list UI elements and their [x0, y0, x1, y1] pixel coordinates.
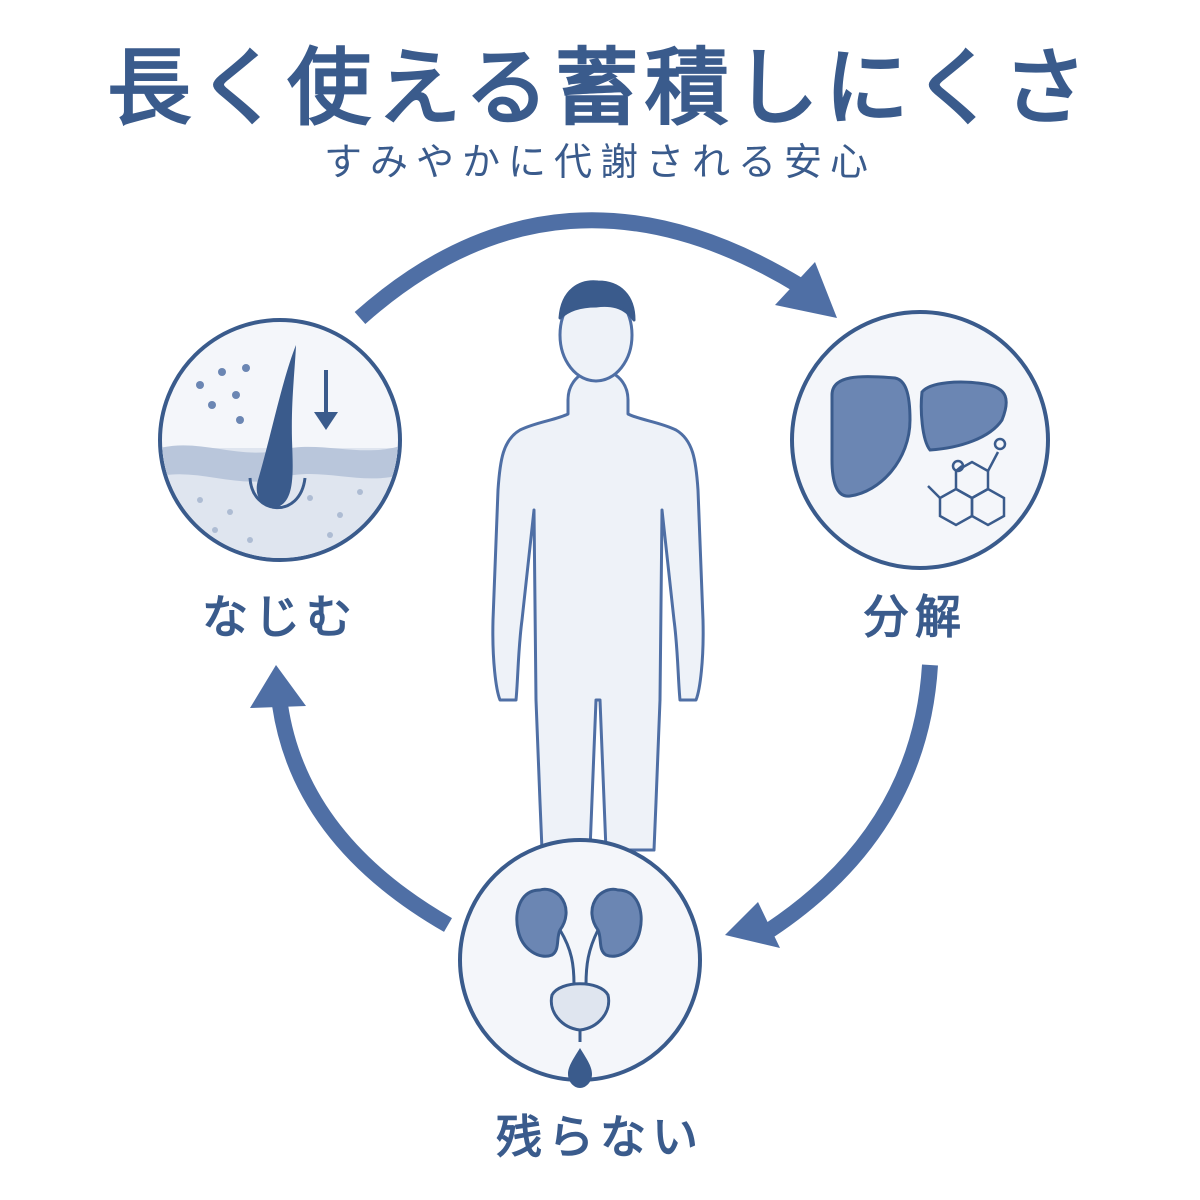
cycle-arrows: [272, 212, 938, 937]
kidney-excretion-icon: [458, 838, 702, 1088]
skin-absorption-icon: [158, 318, 402, 562]
arrow-top: [354, 212, 805, 324]
liver-metabolism-icon: [790, 310, 1050, 570]
arrow-right: [765, 664, 938, 937]
human-figure: [491, 280, 705, 852]
step-label-absorb: なじむ: [202, 590, 358, 644]
step-label-no-residue: 残らない: [496, 1110, 704, 1164]
arrow-left-head: [250, 665, 306, 708]
step-label-decompose: 分解: [863, 590, 967, 644]
page-title: 長く使える蓄積しにくさ: [107, 39, 1093, 137]
page-subtitle: すみやかに代謝される安心: [323, 140, 876, 184]
arrow-top-head: [775, 262, 837, 318]
arrow-left: [272, 703, 452, 932]
arrow-right-head: [725, 902, 780, 948]
